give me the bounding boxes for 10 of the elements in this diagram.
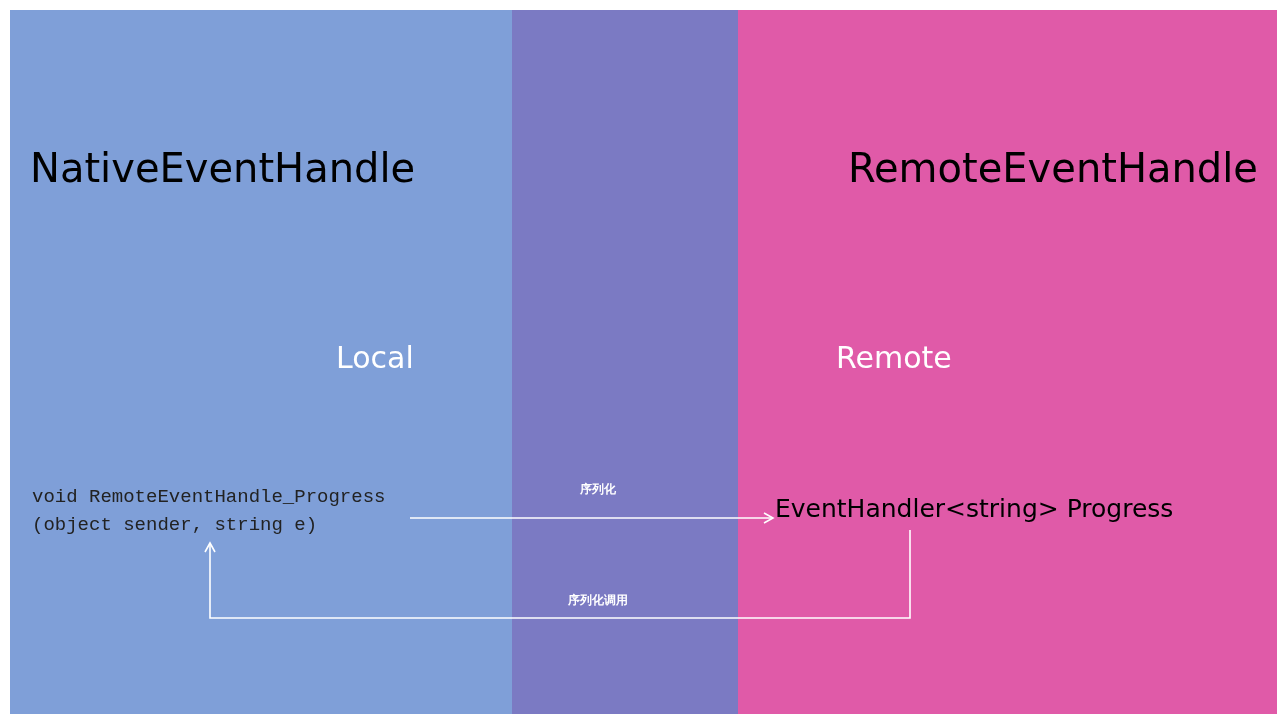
panel-band [738,10,1277,714]
heading: RemoteEventHandle [848,145,1258,191]
code-text: EventHandler<string> Progress [775,494,1174,523]
arrow [204,529,911,619]
heading: NativeEventHandle [30,145,416,191]
arrow [409,512,774,524]
side-label: Local [336,340,414,375]
panel-band [10,10,512,714]
code-text: void RemoteEventHandle_Progress (object sender, string e) [32,485,387,538]
side-label: Remote [836,340,952,375]
